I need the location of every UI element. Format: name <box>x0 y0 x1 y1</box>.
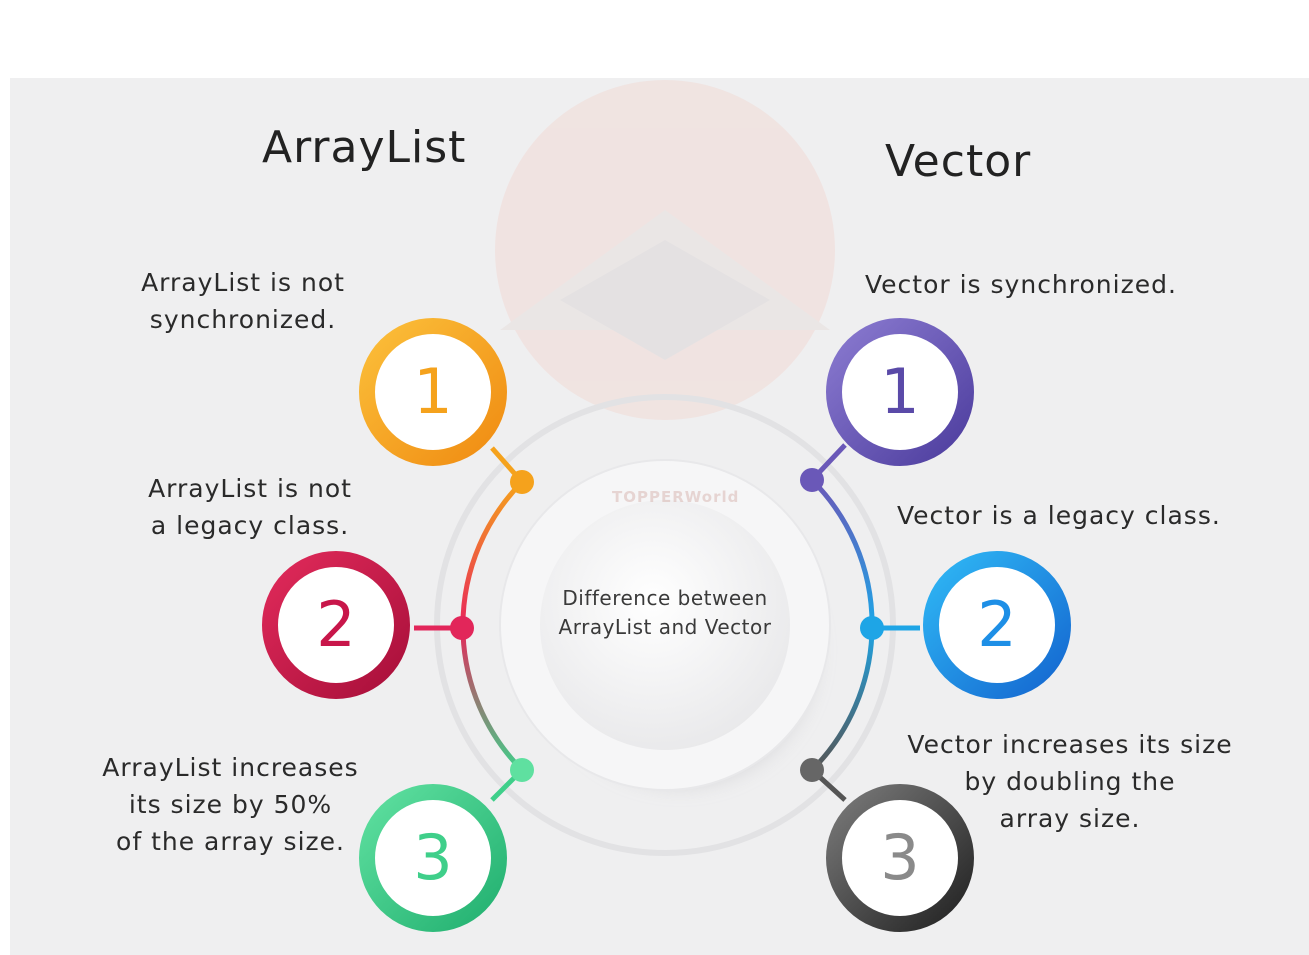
desc-line: ArrayList is not <box>141 268 345 297</box>
item-ring-left-2 <box>262 551 410 699</box>
center-label: Difference between ArrayList and Vector <box>540 584 790 642</box>
item-ring-right-1 <box>826 318 974 466</box>
item-number-left-1: 1 <box>413 355 453 428</box>
desc-line: ArrayList is not <box>148 474 352 503</box>
desc-line: array size. <box>999 804 1141 833</box>
connector-dot <box>510 470 534 494</box>
connector-dot <box>510 758 534 782</box>
connector-dot <box>860 616 884 640</box>
center-label-line: Difference between <box>562 586 768 610</box>
vector-title: Vector <box>885 136 1032 187</box>
arraylist-point-3: ArrayList increases its size by 50% of t… <box>88 749 373 860</box>
vector-point-1: Vector is synchronized. <box>865 266 1177 303</box>
item-ring-right-3 <box>826 784 974 932</box>
item-number-right-2: 2 <box>977 588 1017 661</box>
watermark-emblem <box>495 80 835 420</box>
desc-line: Vector is synchronized. <box>865 270 1177 299</box>
vector-point-2: Vector is a legacy class. <box>897 497 1221 534</box>
center-disc <box>540 500 790 750</box>
item-number-left-3: 3 <box>413 821 453 894</box>
item-number-right-3: 3 <box>880 821 920 894</box>
vector-point-3: Vector increases its size by doubling th… <box>885 726 1255 837</box>
arraylist-title: ArrayList <box>262 122 467 173</box>
item-number-right-1: 1 <box>880 355 920 428</box>
item-ring-left-3 <box>359 784 507 932</box>
outer-ring <box>434 394 896 856</box>
connector-dot <box>450 616 474 640</box>
desc-line: its size by 50% <box>128 790 333 819</box>
arraylist-point-1: ArrayList is not synchronized. <box>128 264 358 338</box>
desc-line: of the array size. <box>116 827 345 856</box>
item-ring-right-2 <box>923 551 1071 699</box>
desc-line: ArrayList increases <box>102 753 359 782</box>
connector-dot <box>800 468 824 492</box>
desc-line: a legacy class. <box>150 511 350 540</box>
desc-line: by doubling the <box>964 767 1176 796</box>
connector-dot <box>800 758 824 782</box>
watermark-text: TOPPERWorld <box>612 488 740 506</box>
item-ring-left-1 <box>359 318 507 466</box>
center-label-line: ArrayList and Vector <box>558 615 772 639</box>
arraylist-point-2: ArrayList is not a legacy class. <box>135 470 365 544</box>
desc-line: Vector increases its size <box>907 730 1233 759</box>
item-number-left-2: 2 <box>316 588 356 661</box>
desc-line: synchronized. <box>149 305 337 334</box>
desc-line: Vector is a legacy class. <box>897 501 1221 530</box>
